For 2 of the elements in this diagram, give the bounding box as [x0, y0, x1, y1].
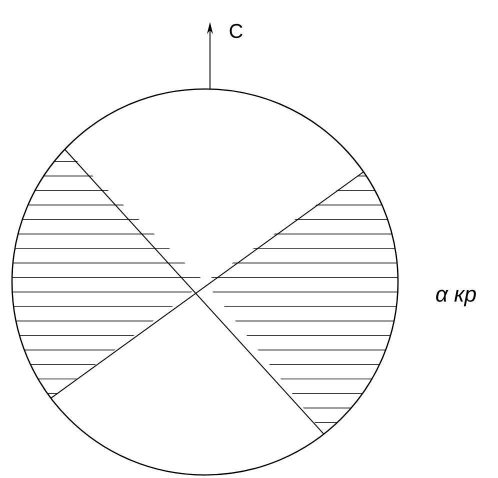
text-label: С	[230, 24, 242, 38]
text-label: α кр	[436, 290, 476, 306]
